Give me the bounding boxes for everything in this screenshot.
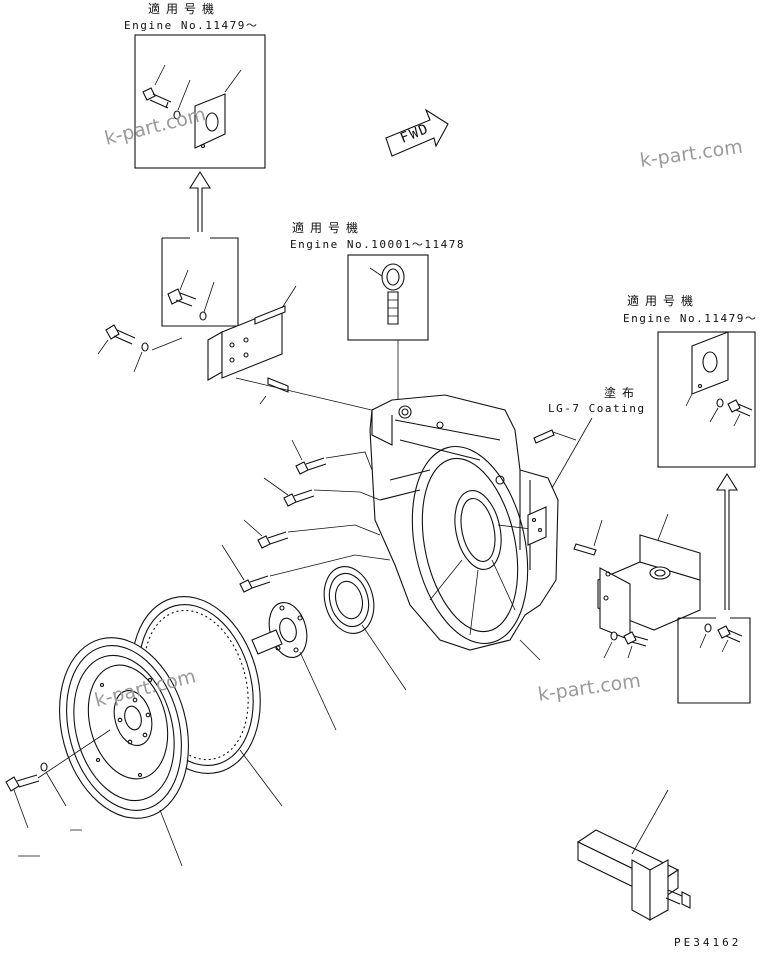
oil-seal	[323, 566, 407, 691]
coating-label: LG-7 Coating	[548, 402, 646, 415]
applicable-serial-label-right: 適用号機	[627, 294, 700, 308]
washer-part	[173, 110, 181, 120]
inset-box-lower-right	[677, 617, 751, 704]
figure-code: PE34162	[674, 936, 742, 949]
engine-number-right: Engine No.11479〜	[623, 312, 758, 325]
bracket-left	[207, 285, 297, 405]
engine-number-top-left: Engine No.11479〜	[124, 19, 259, 32]
hub	[251, 602, 337, 731]
flywheel-housing	[369, 394, 559, 661]
plate-part	[194, 93, 226, 149]
bracket-right	[597, 513, 701, 641]
flywheel-bolt	[5, 729, 111, 857]
inset-box-center	[347, 254, 429, 406]
engine-number-center: Engine No.10001〜11478	[290, 238, 465, 251]
bolt-left-top	[97, 324, 149, 373]
inset-box-top-left	[134, 34, 266, 169]
arrow-up-right	[716, 472, 738, 610]
inset-box-small	[161, 237, 239, 327]
bolt-right-lower	[603, 631, 649, 659]
housing-bolts	[221, 439, 391, 593]
fwd-arrow	[385, 108, 449, 157]
coating-label-jp: 塗布	[604, 386, 641, 400]
inset-box-right	[657, 331, 756, 468]
flywheel	[59, 637, 189, 867]
applicable-serial-label-top-left: 適用号機	[148, 2, 221, 16]
arrow-up-left	[189, 170, 211, 232]
leader-line	[151, 337, 381, 413]
bolt-part	[142, 87, 172, 109]
turning-tool	[576, 789, 691, 921]
dowel-pins	[533, 429, 603, 556]
applicable-serial-label-center: 適用号機	[292, 221, 365, 235]
coating-leader	[551, 417, 593, 489]
